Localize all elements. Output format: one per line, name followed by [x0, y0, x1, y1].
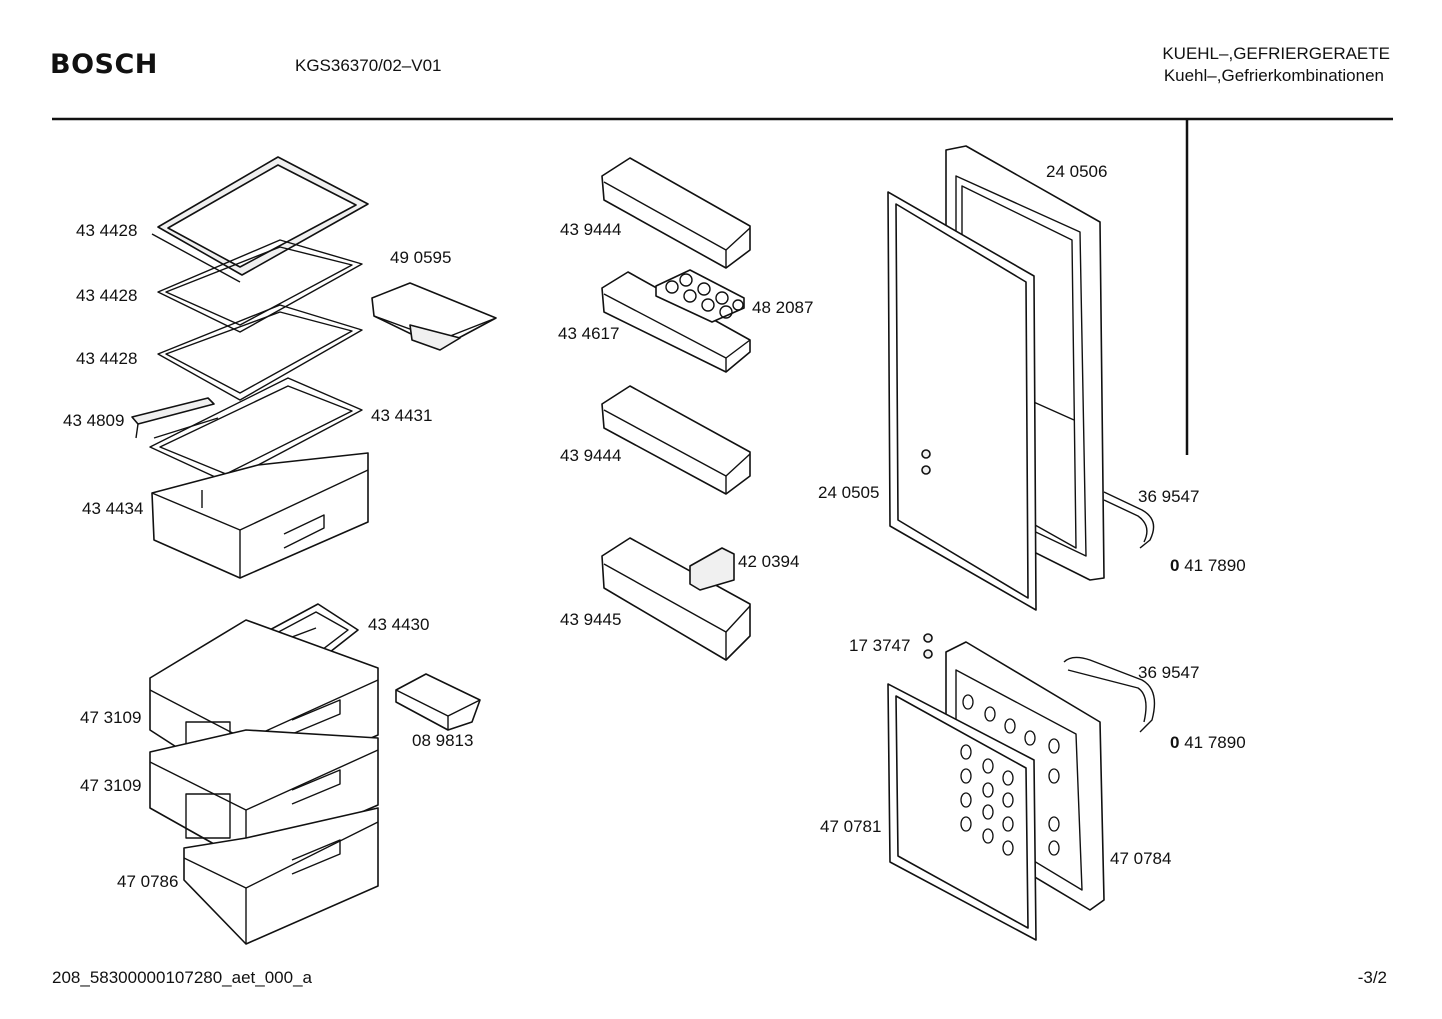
part-label: 47 3109: [80, 708, 142, 727]
part-label: 36 9547: [1138, 487, 1200, 506]
part-label: 17 3747: [849, 636, 911, 655]
part-label: 47 0786: [117, 872, 179, 891]
part-prefix: 0: [1170, 556, 1180, 575]
tray-shelf-drawing: [371, 282, 497, 351]
shelf-2-drawing: [157, 239, 363, 333]
part-label: 43 4428: [76, 221, 138, 240]
document-id: 208_58300000107280_aet_000_a: [52, 968, 312, 987]
part-label: 43 4430: [368, 615, 430, 634]
part-label: 43 9444: [560, 446, 622, 465]
part-label: 36 9547: [1138, 663, 1200, 682]
part-label: 43 9445: [560, 610, 622, 629]
part-label: 24 0506: [1046, 162, 1108, 181]
part-label: 43 4428: [76, 349, 138, 368]
door-tray-2-drawing: [601, 271, 751, 373]
category-title: KUEHL–,GEFRIERGERAETE: [1162, 44, 1390, 63]
part-label: 43 4428: [76, 286, 138, 305]
part-prefix: 0: [1170, 733, 1180, 752]
glass-shelf-drawing: [149, 377, 363, 483]
part-label: 49 0595: [390, 248, 452, 267]
lower-gasket-drawing: [887, 683, 1037, 941]
part-label-screw: 0 41 7890: [1170, 733, 1246, 753]
part-label: 43 4431: [371, 406, 433, 425]
ice-cube-tray-drawing: [395, 673, 481, 731]
crisper-drawing: [151, 452, 369, 579]
bosch-logo: BOSCH: [50, 49, 158, 80]
part-label: 43 4434: [82, 499, 144, 518]
egg-tray-drawing: [655, 269, 745, 323]
door-tray-1-drawing: [601, 157, 751, 269]
part-label: 43 4809: [63, 411, 125, 430]
part-label: 24 0505: [818, 483, 880, 502]
page-number: -3/2: [1357, 968, 1387, 987]
part-label: 48 2087: [752, 298, 814, 317]
door-tray-3-drawing: [601, 385, 751, 495]
divider-drawing: [689, 547, 735, 591]
part-label: 47 0781: [820, 817, 882, 836]
model-number: KGS36370/02–V01: [295, 56, 442, 75]
part-label: 47 3109: [80, 776, 142, 795]
part-label: 08 9813: [412, 731, 474, 750]
part-label: 42 0394: [738, 552, 800, 571]
lower-handle-drawing: [1063, 656, 1156, 733]
category-subtitle: Kuehl–,Gefrierkombinationen: [1163, 66, 1384, 85]
upper-handle-drawing: [1103, 491, 1155, 549]
drawer-3-drawing: [183, 807, 379, 945]
part-label-screw: 0 41 7890: [1170, 556, 1246, 576]
part-label: 43 9444: [560, 220, 622, 239]
door-tray-4-drawing: [601, 537, 751, 661]
shelf-3-drawing: [157, 304, 363, 401]
part-number: 41 7890: [1184, 733, 1246, 752]
part-label: 47 0784: [1110, 849, 1172, 868]
hinge-screws-drawing: [921, 449, 933, 659]
upper-gasket-drawing: [887, 191, 1037, 611]
shelf-1-drawing: [151, 156, 369, 283]
shelf-holder-drawing: [131, 397, 219, 439]
part-number: 41 7890: [1184, 556, 1246, 575]
part-label: 43 4617: [558, 324, 620, 343]
